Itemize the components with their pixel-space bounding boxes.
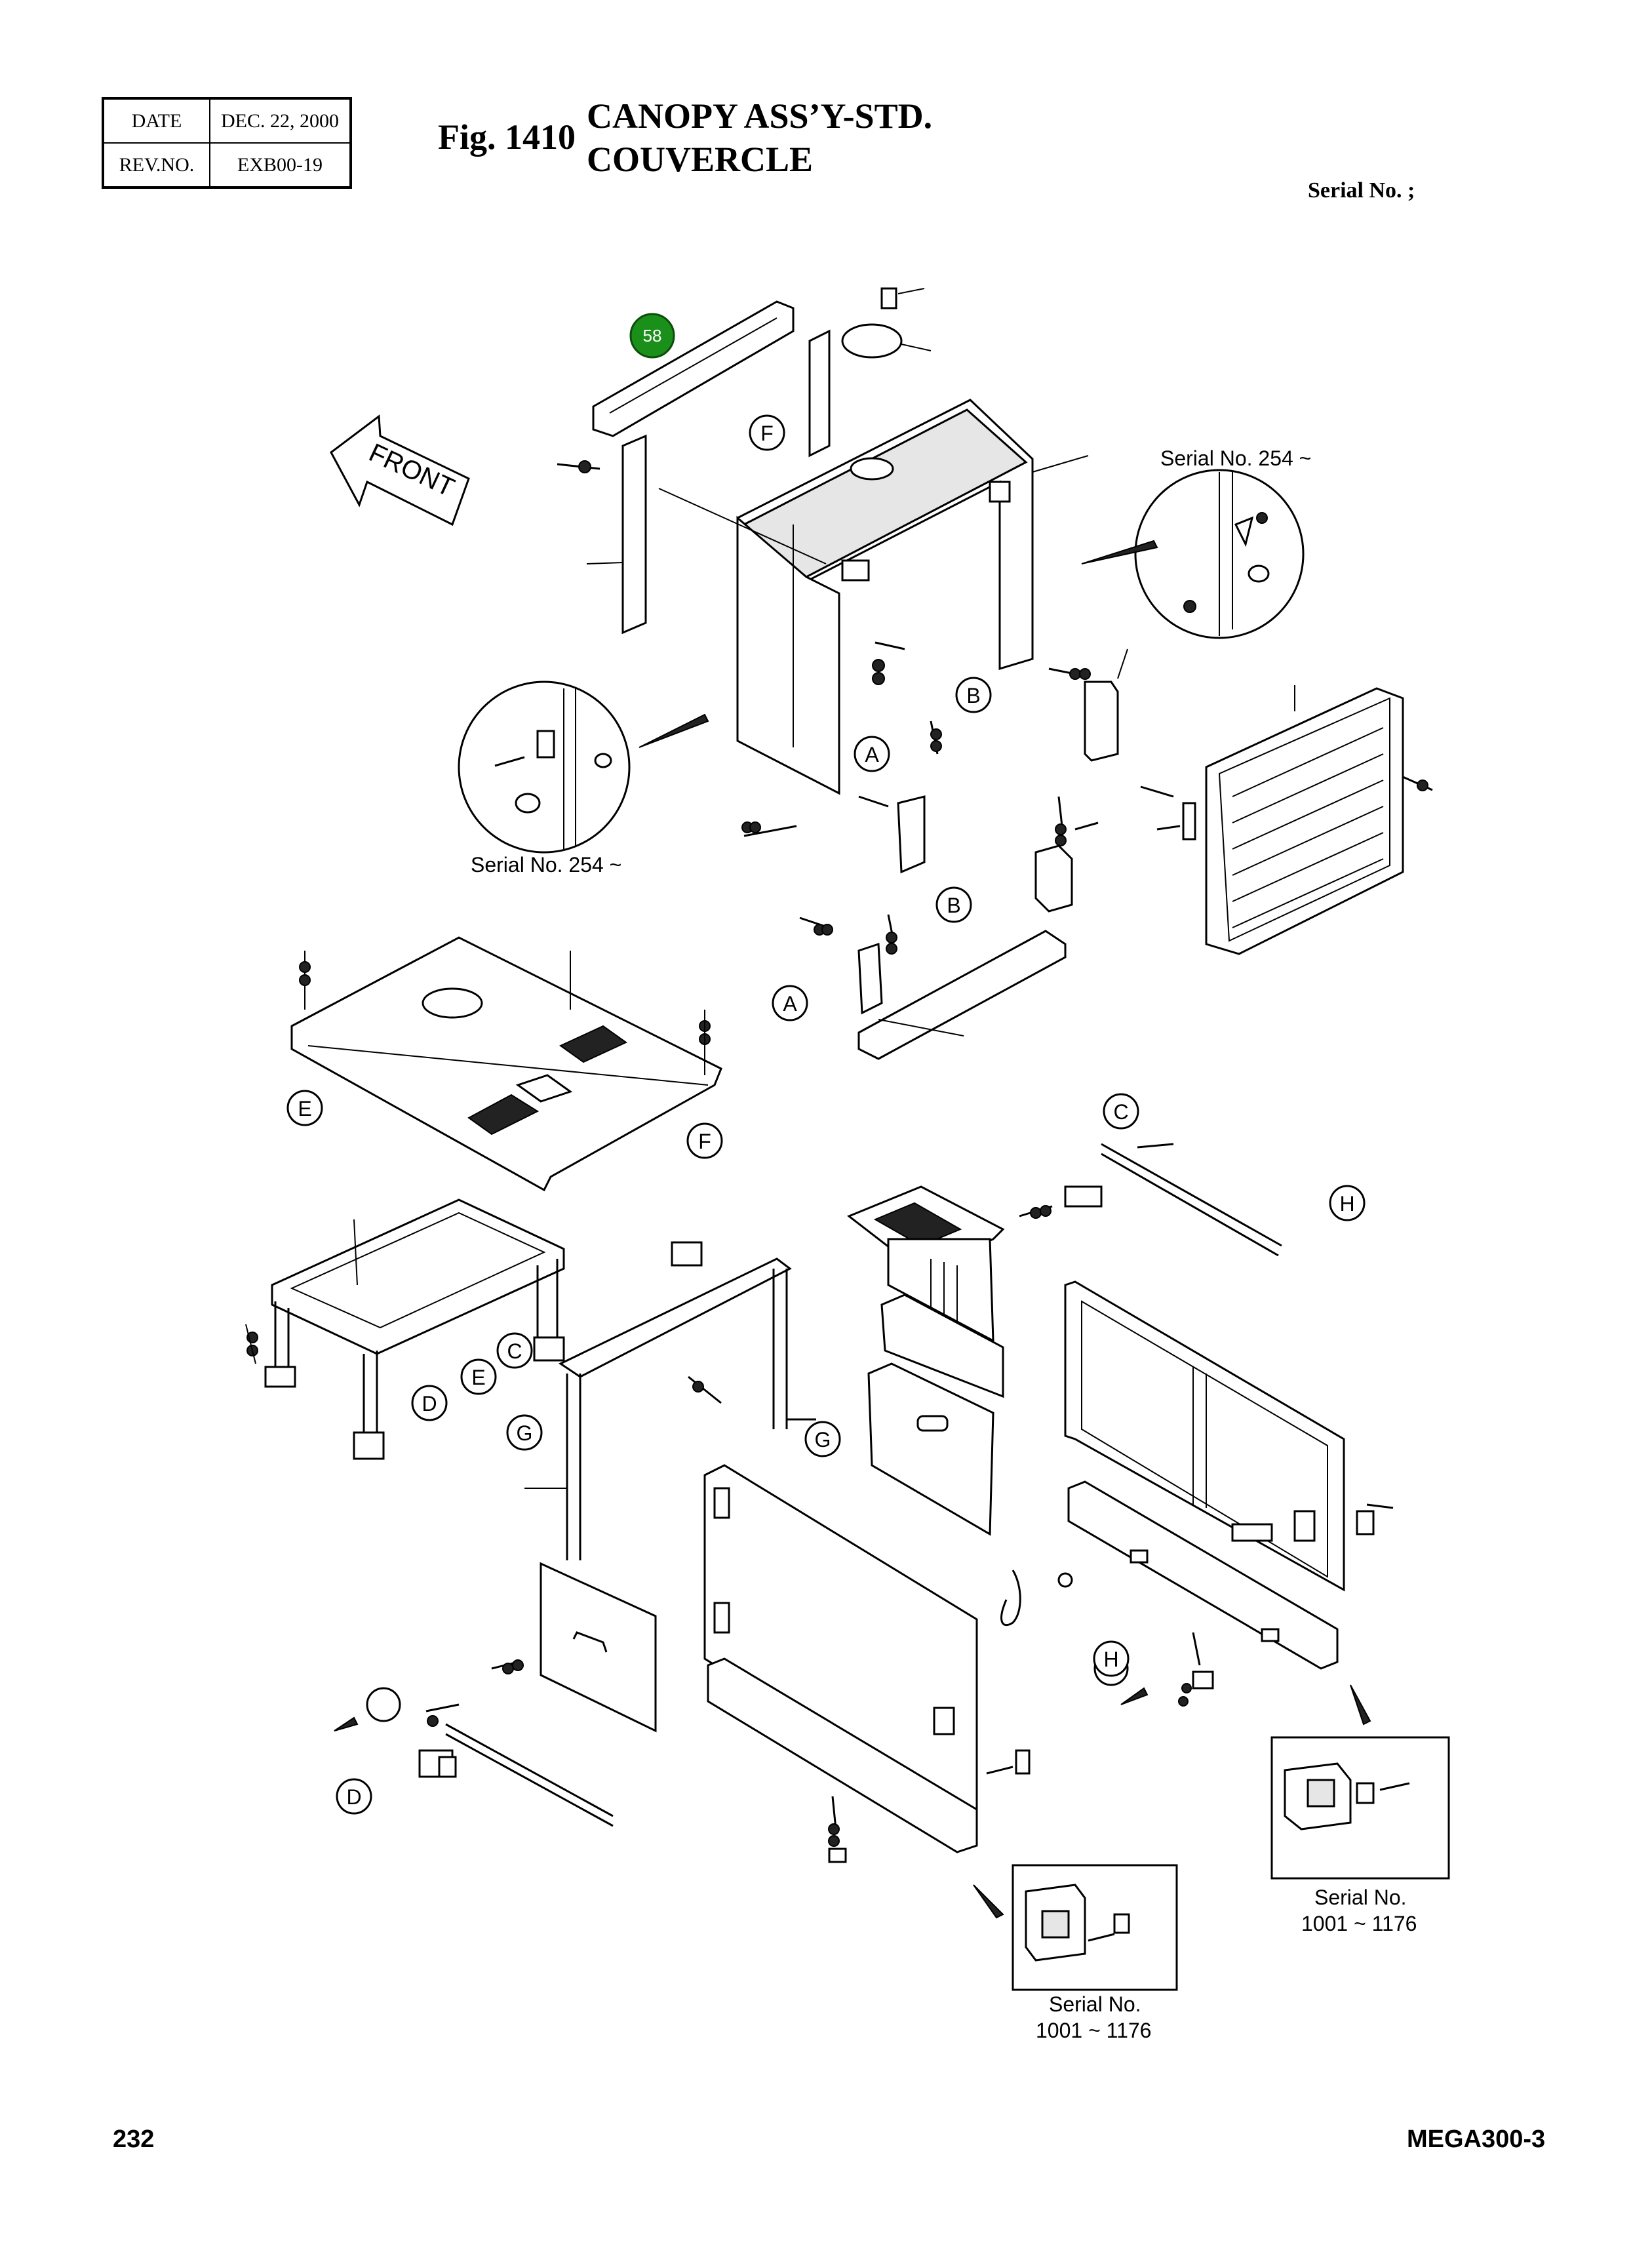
base-frame (245, 1198, 565, 1460)
access-panel (491, 1562, 657, 1733)
inset-detail-bottom (973, 1864, 1178, 1991)
lower-door-panel (707, 1657, 978, 1853)
svg-text:A: A (865, 743, 879, 766)
inset-detail-right (1270, 1684, 1450, 1880)
rev-label: REV.NO. (102, 142, 210, 188)
callout-a-middle[interactable]: A (772, 985, 808, 1021)
serial-1001-note-bottom-line1: Serial No. (1049, 1992, 1141, 2016)
svg-text:C: C (507, 1339, 522, 1363)
svg-text:A: A (783, 992, 797, 1016)
figure-title-english: CANOPY ASS’Y-STD. (587, 96, 933, 136)
svg-text:B: B (947, 894, 960, 917)
center-bracket-frame (524, 1241, 816, 1560)
callout-g-right[interactable]: G (804, 1421, 841, 1457)
rev-value: EXB00-19 (209, 142, 351, 188)
callout-f-top[interactable]: F (749, 414, 785, 451)
hook-h (1000, 1570, 1214, 1707)
callout-c-frame[interactable]: C (496, 1332, 533, 1369)
callout-c-rod[interactable]: C (1103, 1093, 1139, 1130)
callout-d-handle[interactable]: D (336, 1778, 372, 1815)
svg-text:58: 58 (643, 326, 662, 346)
support-rod-ch (1019, 1143, 1282, 1257)
louvre-door (1140, 685, 1433, 955)
svg-text:F: F (760, 422, 774, 445)
front-direction-arrow: FRONT (330, 414, 470, 526)
serial-number-label: Serial No. ; (1308, 178, 1415, 203)
serial-1001-note-right-line1: Serial No. (1314, 1886, 1407, 1909)
svg-text:F: F (698, 1130, 711, 1153)
callout-b-top[interactable]: B (955, 677, 992, 713)
roof-cap (841, 287, 932, 359)
figure-title-french: COUVERCLE (587, 140, 814, 179)
callout-a-top[interactable]: A (854, 736, 890, 772)
date-label: DATE (102, 98, 210, 144)
grille-cover (847, 1185, 1005, 1343)
bracket-assembly-ab (741, 795, 1099, 1060)
svg-text:G: G (517, 1421, 533, 1445)
side-door-panel (703, 1464, 978, 1817)
callout-h-rod[interactable]: H (1329, 1185, 1366, 1221)
callout-f-panel[interactable]: F (686, 1122, 723, 1159)
callout-h-hook[interactable]: H (1093, 1640, 1130, 1677)
svg-text:E: E (298, 1097, 311, 1120)
model-name: MEGA300-3 (1407, 2125, 1546, 2153)
svg-text:H: H (1103, 1648, 1118, 1671)
svg-text:B: B (966, 684, 980, 707)
callout-g-left[interactable]: G (506, 1414, 543, 1451)
canopy-housing (658, 399, 1089, 795)
callout-e-panel[interactable]: E (286, 1090, 323, 1126)
front-vertical-channel (586, 434, 647, 635)
top-panel (290, 936, 722, 1192)
serial-1001-note-bottom-line2: 1001 ~ 1176 (1036, 2019, 1151, 2042)
lower-door-rail (1067, 1480, 1339, 1670)
top-rail-part (592, 300, 795, 437)
detail-view-left (458, 681, 709, 854)
callout-e-frame[interactable]: E (460, 1358, 497, 1395)
callout-d-frame[interactable]: D (411, 1385, 448, 1421)
date-value: DEC. 22, 2000 (209, 98, 351, 144)
serial-254-note-right: Serial No. 254 ~ (1160, 446, 1311, 470)
figure-number: Fig. 1410 (438, 117, 576, 157)
bottom-panel-hardware (828, 1503, 1394, 1863)
svg-text:E: E (471, 1366, 485, 1389)
handle-rod-d (334, 1687, 614, 1827)
serial-254-note-left: Serial No. 254 ~ (471, 853, 621, 877)
svg-text:D: D (346, 1785, 361, 1809)
svg-text:G: G (815, 1428, 831, 1452)
svg-text:D: D (422, 1392, 437, 1415)
detail-view-right (1081, 469, 1305, 639)
revision-table: DATE DEC. 22, 2000 REV.NO. EXB00-19 (102, 97, 352, 189)
part-marker-58[interactable]: 58 (629, 313, 675, 359)
canopy-hardware (557, 460, 1128, 762)
rear-vertical-channel (808, 329, 831, 458)
side-door-frame (1064, 1280, 1345, 1592)
svg-text:H: H (1339, 1192, 1354, 1216)
callout-b-middle[interactable]: B (935, 886, 972, 923)
page-number: 232 (113, 2125, 155, 2153)
duct-box (867, 1294, 1004, 1536)
serial-1001-note-right-line2: 1001 ~ 1176 (1301, 1912, 1417, 1935)
svg-text:C: C (1113, 1100, 1128, 1124)
